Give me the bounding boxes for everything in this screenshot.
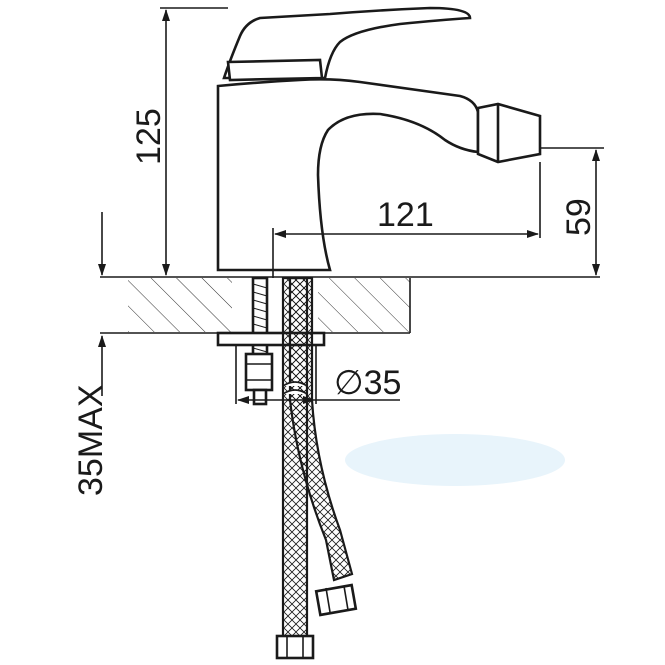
dimension-label-121: 121 [377, 196, 434, 234]
dimension-total-height: 125 [130, 7, 228, 276]
dimension-hole-diameter: ∅35 [235, 346, 401, 404]
dimension-label-35max: 35MAX [72, 385, 110, 497]
dimension-outlet-height: 59 [540, 147, 604, 276]
countertop-section [100, 276, 600, 334]
faucet-body [216, 78, 542, 272]
flex-hose-right [288, 276, 358, 617]
dimension-label-diameter-35: ∅35 [334, 364, 401, 402]
dimension-label-59: 59 [560, 198, 598, 236]
faucet-handle [222, 6, 472, 82]
dimension-label-125: 125 [130, 108, 168, 165]
dimension-spout-reach: 121 [272, 162, 541, 278]
watermark-smudge [345, 434, 565, 486]
dimension-max-thickness: 35MAX [72, 212, 110, 496]
hose-break-mark [282, 381, 308, 395]
